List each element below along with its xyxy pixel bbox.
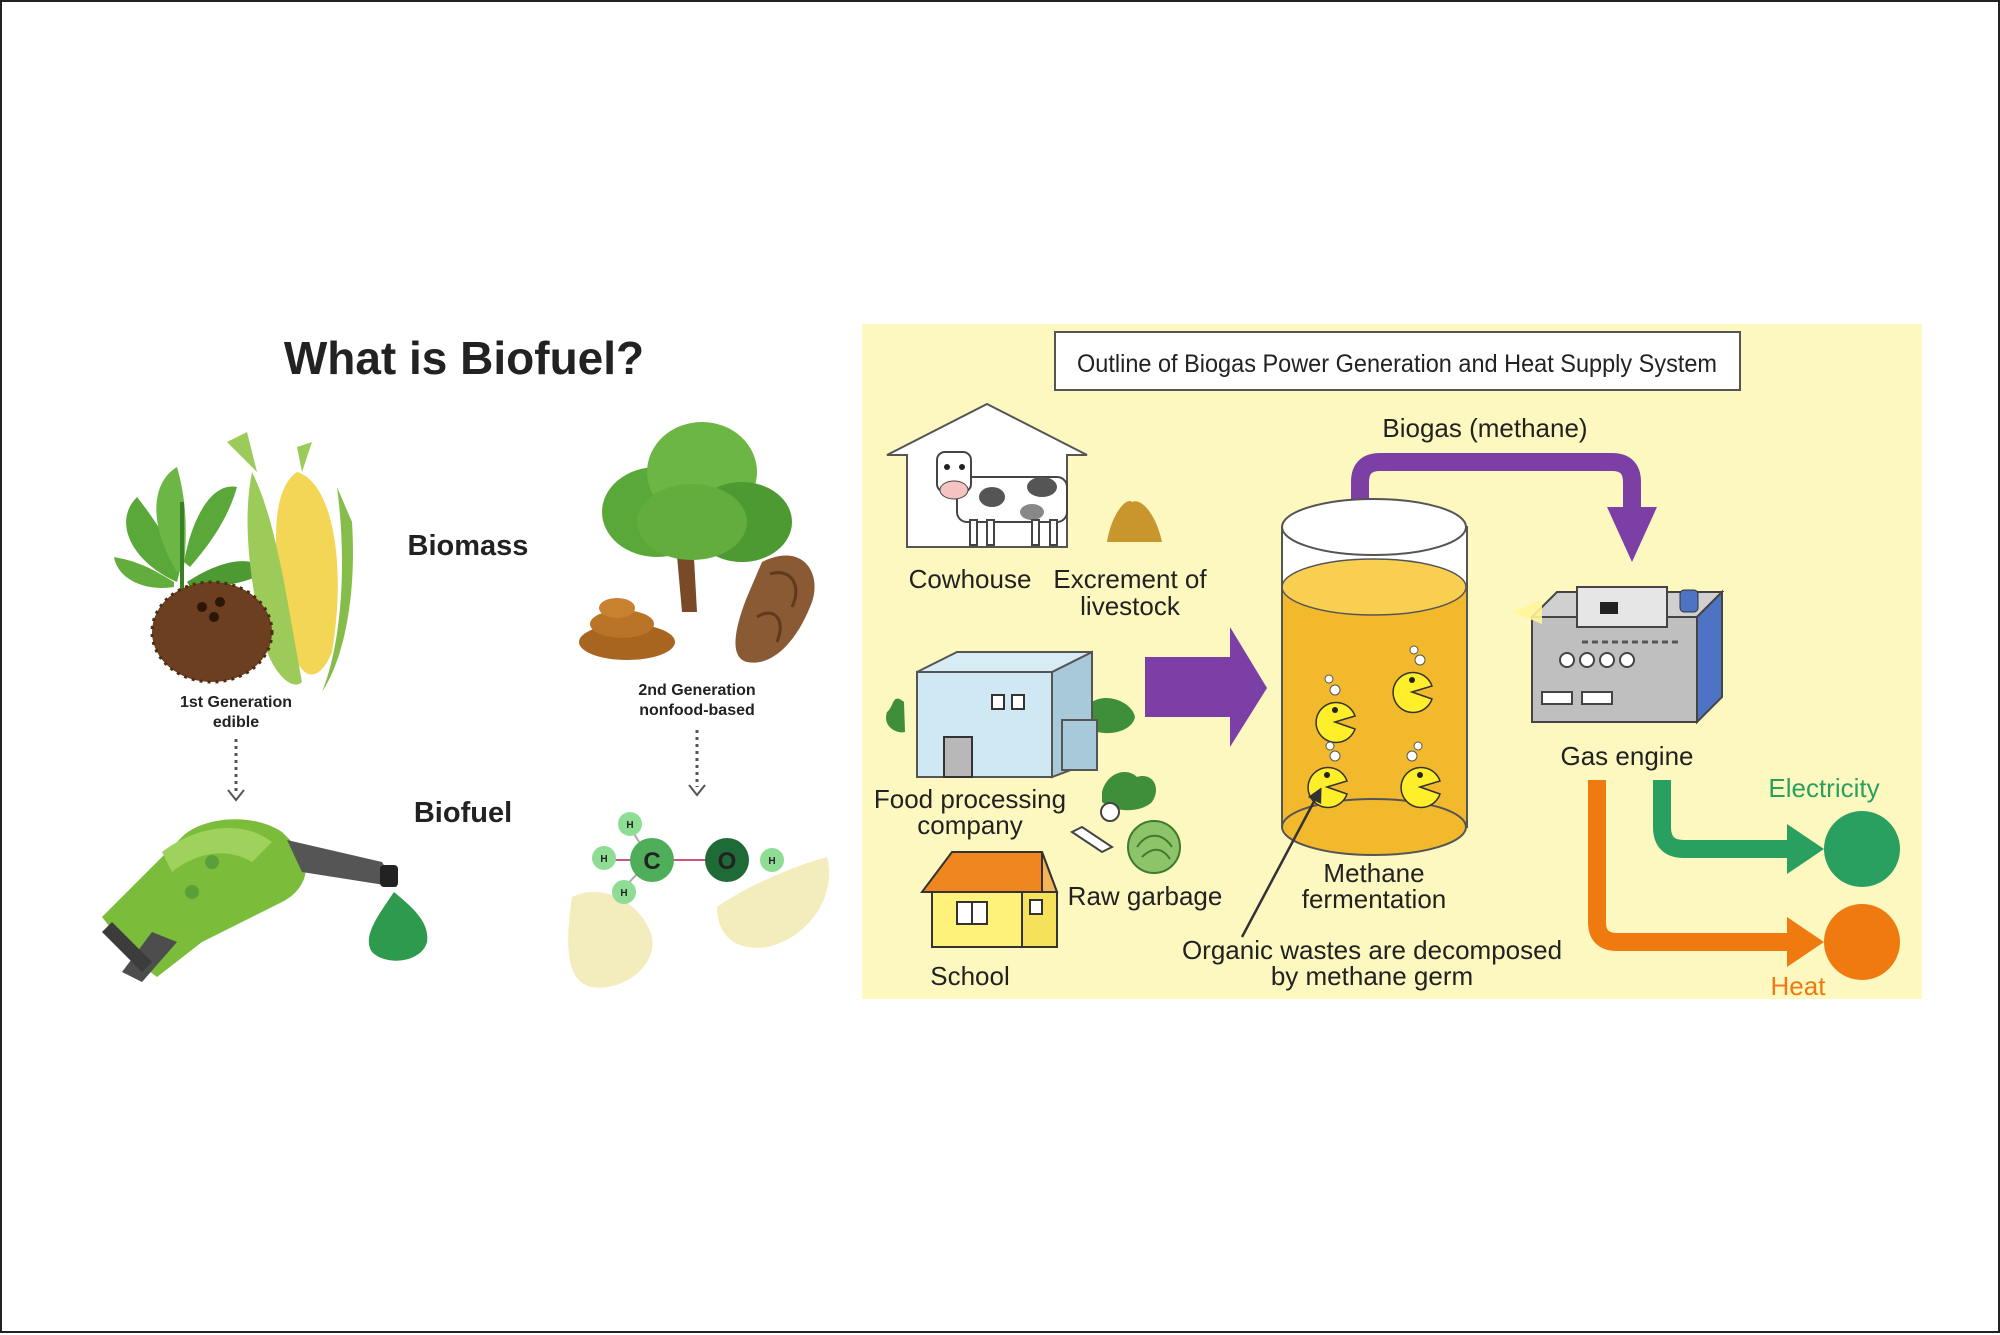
food-company-label-line2: company (917, 810, 1023, 840)
pointer-arrow (1240, 787, 1322, 938)
factory-building-icon (886, 650, 1135, 779)
hydrogen-atom-label-4: H (768, 856, 775, 867)
second-gen-label-line1: 2nd Generation (638, 682, 755, 699)
heat-arrowhead (1787, 917, 1824, 967)
cowhouse-icon (886, 402, 1088, 548)
fuel-nozzle-icon (102, 819, 428, 982)
school-building-icon (920, 851, 1059, 948)
heat-output-circle (1824, 904, 1900, 980)
dotted-down-arrow-left (227, 739, 245, 802)
waste-input-arrow (1145, 627, 1267, 747)
school-label: School (930, 961, 1010, 991)
dotted-down-arrow-right (688, 730, 706, 797)
carbon-atom-label: C (643, 848, 660, 875)
heat-arrow (1588, 780, 1792, 951)
electricity-output-circle (1824, 811, 1900, 887)
heat-label: Heat (1771, 971, 1827, 1001)
manure-icon (1107, 501, 1162, 542)
gas-engine-icon (1512, 586, 1725, 725)
biogas-arrow (1351, 453, 1641, 527)
biogas-panel: Outline of Biogas Power Generation and H… (862, 324, 1922, 1001)
raw-garbage-icon (1070, 772, 1181, 874)
excrement-label-line1: Excrement of (1053, 564, 1207, 594)
methane-label-line2: fermentation (1302, 884, 1447, 914)
first-generation-plants-illustration (114, 432, 353, 692)
biofuel-panel: What is Biofuel? Biomass (62, 322, 862, 997)
raw-garbage-label: Raw garbage (1068, 881, 1223, 911)
electricity-arrow (1653, 780, 1792, 858)
methane-fermentation-tank (1281, 498, 1468, 856)
hydrogen-atom-label-1: H (626, 820, 633, 831)
first-gen-label-line2: edible (213, 714, 259, 731)
hydrogen-atom-label-3: H (620, 888, 627, 899)
excrement-label-line2: livestock (1080, 591, 1181, 621)
cowhouse-label: Cowhouse (909, 564, 1032, 594)
electricity-label: Electricity (1768, 773, 1879, 803)
organic-label-line1: Organic wastes are decomposed (1182, 935, 1562, 965)
methane-label-line1: Methane (1323, 858, 1424, 888)
hydrogen-atom-label-2: H (600, 854, 607, 865)
biogas-title-box (1054, 331, 1741, 391)
ethanol-molecule-icon: C O H H H H (568, 812, 830, 988)
biogas-title: Outline of Biogas Power Generation and H… (1077, 350, 1717, 378)
second-generation-biomass-illustration (579, 422, 815, 663)
electricity-arrowhead (1787, 824, 1824, 874)
biomass-label: Biomass (408, 530, 529, 562)
organic-label-line2: by methane germ (1271, 961, 1473, 991)
second-gen-label-line2: nonfood-based (639, 702, 755, 719)
food-company-label-line1: Food processing (874, 784, 1066, 814)
biofuel-title: What is Biofuel? (284, 332, 644, 384)
first-gen-label-line1: 1st Generation (180, 694, 292, 711)
oxygen-atom-label: O (718, 848, 737, 875)
biogas-arrowhead (1607, 507, 1657, 562)
biogas-label: Biogas (methane) (1382, 413, 1587, 443)
gas-engine-label: Gas engine (1561, 741, 1694, 771)
biofuel-label: Biofuel (414, 797, 512, 829)
